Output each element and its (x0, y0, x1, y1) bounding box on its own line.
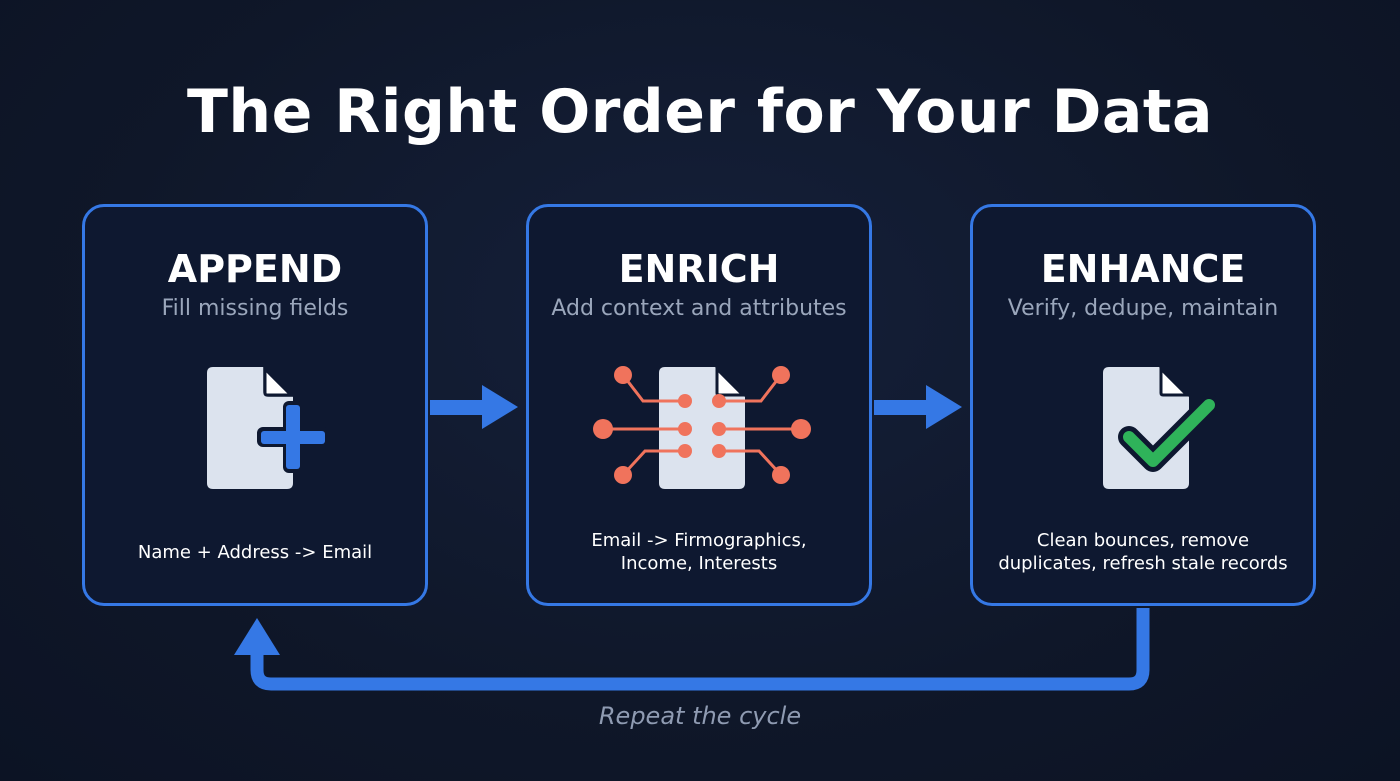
arrow-append-to-enrich (430, 385, 518, 429)
page-title: The Right Order for Your Data (186, 77, 1214, 147)
step-card-enhance: ENHANCE Verify, dedupe, maintain Clean b… (970, 204, 1316, 606)
step-description: Email -> Firmographics, Income, Interest… (539, 529, 859, 575)
step-description: Name + Address -> Email (95, 541, 415, 564)
loop-label: Repeat the cycle (598, 702, 802, 730)
document-network-icon (529, 357, 869, 493)
step-subtitle: Add context and attributes (551, 296, 847, 321)
step-subtitle: Fill missing fields (161, 296, 349, 321)
step-card-enrich: ENRICH Add context and attributes (526, 204, 872, 606)
document-check-icon (973, 357, 1313, 493)
step-card-append: APPEND Fill missing fields Name + Addres… (82, 204, 428, 606)
loop-arrow (234, 608, 1150, 691)
step-description-line: Income, Interests (620, 553, 778, 574)
step-subtitle: Verify, dedupe, maintain (1007, 296, 1279, 321)
step-title: ENHANCE (1040, 247, 1246, 291)
arrow-enrich-to-enhance (874, 385, 962, 429)
step-description-line: Email -> Firmographics, (591, 530, 807, 551)
step-description-line: Clean bounces, remove (1036, 530, 1250, 551)
step-description-line: Name + Address -> Email (137, 542, 373, 563)
step-description: Clean bounces, remove duplicates, refres… (983, 529, 1303, 575)
document-plus-icon (85, 357, 425, 493)
step-title: ENRICH (618, 247, 780, 291)
step-description-line: duplicates, refresh stale records (998, 553, 1288, 574)
step-title: APPEND (167, 247, 343, 291)
